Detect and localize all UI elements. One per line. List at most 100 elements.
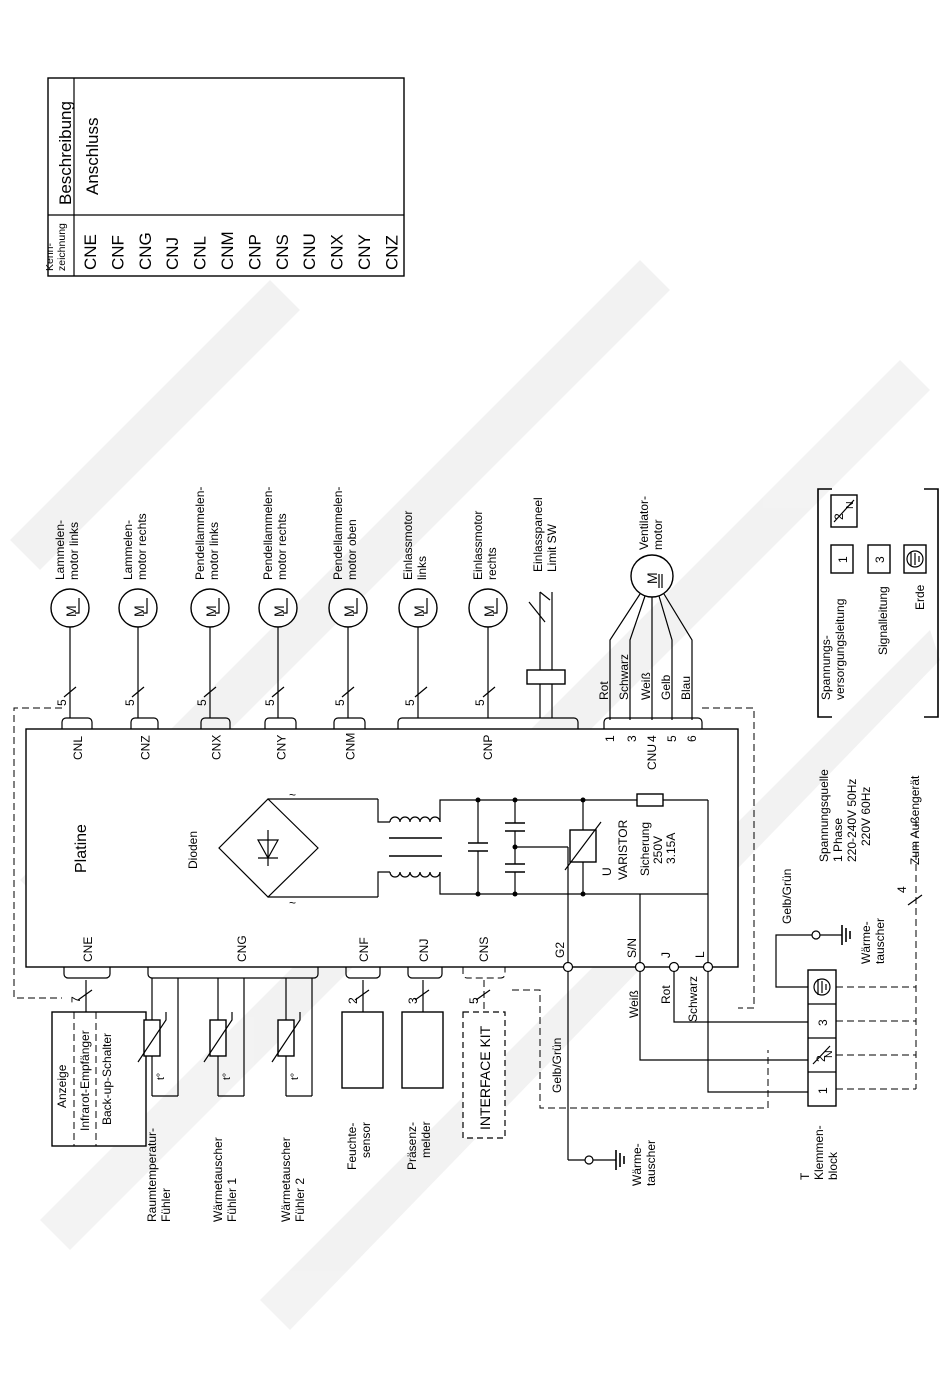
svg-text:M: M [203, 605, 219, 617]
sensor-hx-2: t° WärmetauscherFühler 2 [271, 978, 313, 1222]
terminal-sn: S/N [625, 938, 639, 958]
connector-label-cnm: CNM [344, 733, 358, 760]
svg-text:Pendellammelen-motor links: Pendellammelen-motor links [193, 487, 221, 580]
svg-text:3: 3 [406, 997, 420, 1004]
key-earth: Erde [913, 584, 927, 610]
svg-text:Schwarz: Schwarz [686, 976, 700, 1022]
legend-code-cnu: CNU [300, 233, 319, 270]
connector-label-cny: CNY [275, 735, 289, 760]
fan-pin-1: 1 [603, 735, 617, 742]
svg-text:7: 7 [69, 996, 83, 1003]
terminal-j: J [659, 952, 673, 958]
svg-text:Einlassmotorrechts: Einlassmotorrechts [471, 511, 499, 580]
svg-text:Weiß: Weiß [627, 990, 641, 1018]
capacitors [468, 797, 569, 967]
fuse: Sicherung 250V 3.15A [636, 793, 678, 876]
legend-header-desc: Beschreibung [56, 101, 75, 205]
legend-code-cny: CNY [355, 234, 374, 270]
svg-text:M: M [644, 572, 660, 584]
connector-label-cnf: CNF [357, 937, 371, 962]
fan-label: Ventilator- motor [637, 493, 665, 550]
svg-text:Anzeige: Anzeige [55, 1064, 69, 1108]
interface-kit: 5 INTERFACE KIT [462, 980, 506, 1139]
svg-text:WärmetauscherFühler 2: WärmetauscherFühler 2 [279, 1137, 307, 1222]
connector-label-cnj: CNJ [417, 939, 431, 962]
connector-label-cnl: CNL [71, 736, 85, 760]
connector-label-cns: CNS [477, 937, 491, 962]
svg-text:5: 5 [467, 997, 481, 1004]
legend-code-cng: CNG [136, 232, 155, 270]
legend-code-cns: CNS [273, 234, 292, 270]
connector-tab-cng [147, 967, 319, 979]
varistor-label: VARISTOR [616, 819, 630, 880]
svg-text:t°: t° [155, 1073, 167, 1080]
svg-text:Back-up-Schalter: Back-up-Schalter [100, 1033, 114, 1125]
svg-text:t°: t° [221, 1073, 233, 1080]
connector-label-cnx: CNX [210, 735, 224, 760]
connector-label-cng: CNG [235, 935, 249, 962]
fuse-label: Sicherung 250V 3.15A [638, 819, 678, 876]
legend-code-cnf: CNF [108, 235, 127, 270]
fan-wire-2: Weiß [639, 672, 653, 700]
legend-code-cnz: CNZ [382, 235, 401, 270]
terminal-block: 3 2 N 1 Gelb/Grün Wärme- tauscher T Klem… [775, 766, 923, 1180]
cnu-label: CNU [645, 744, 659, 770]
svg-text:Pendellammelen-motor oben: Pendellammelen-motor oben [331, 487, 359, 580]
board-title: Platine [73, 824, 90, 873]
fan-pin-4: 4 [645, 735, 659, 742]
svg-text:5: 5 [123, 699, 137, 706]
cnp-wiring: 5 5 [403, 591, 566, 718]
hx-earth-2: Wärme- tauscher [859, 918, 887, 964]
legend-table: Kenn- zeichnung Beschreibung Anschluss C… [44, 77, 405, 277]
power-source-label: Spannungsquelle 1 Phase 220-240V 50Hz 22… [817, 766, 873, 862]
legend-code-cnm: CNM [218, 231, 237, 270]
legend-code-cnp: CNP [245, 234, 264, 270]
limit-switch-label: Einlasspaneel Limit SW [531, 494, 559, 572]
fan-pin-6: 6 [685, 735, 699, 742]
connector-tab-cns [462, 967, 506, 979]
svg-text:M: M [271, 605, 287, 617]
humidity-label: Feuchte- sensor [345, 1119, 373, 1170]
pcb-board: Platine Dioden ~ ~ [25, 728, 739, 968]
motor-lammelen-rechts: M 5 Lammelen-motor rechts [118, 513, 158, 718]
dashed-lines [13, 707, 769, 1109]
legend-header-code: Kenn- zeichnung [44, 223, 68, 271]
connector-label-cnz: CNZ [139, 735, 153, 760]
connector-tab-cnz [130, 717, 159, 729]
svg-text:M: M [481, 605, 497, 617]
sensor-hx-1: t°WärmetauscherFühler 1 [203, 978, 245, 1222]
svg-text:5: 5 [333, 699, 347, 706]
svg-text:N: N [823, 1050, 835, 1058]
svg-text:Einlassmotorlinks: Einlassmotorlinks [401, 511, 429, 580]
svg-text:3: 3 [873, 556, 887, 563]
fan-wire-0: Rot [597, 681, 611, 700]
svg-text:Infrarot-Empfänger: Infrarot-Empfänger [78, 1030, 92, 1131]
svg-text:2: 2 [832, 513, 846, 520]
legend-description: Anschluss [83, 118, 102, 195]
connector-tab-cnm [333, 717, 366, 729]
svg-text:M: M [341, 605, 357, 617]
connector-tab-cnu [603, 717, 703, 729]
legend-code-cnl: CNL [191, 236, 210, 270]
transformer [377, 799, 708, 897]
connector-tab-cne [63, 967, 111, 979]
svg-text:5: 5 [55, 699, 69, 706]
svg-text:Kenn-: Kenn- [44, 242, 56, 271]
hx-earth-1: Wärme- tauscher [630, 1140, 658, 1186]
terminal-g2: G2 [553, 942, 567, 958]
motor-einlass-rechts: M Einlassmotorrechts [468, 511, 508, 628]
svg-text:Lammelen-motor rechts: Lammelen-motor rechts [121, 513, 149, 580]
connector-tab-cnj [407, 967, 443, 979]
legend-code-cnj: CNJ [163, 237, 182, 270]
display-unit: 7 Anzeige Infrarot-Empfänger Back-up-Sch… [51, 980, 147, 1147]
svg-text:M: M [131, 605, 147, 617]
svg-text:Lammelen-motor links: Lammelen-motor links [53, 520, 81, 580]
svg-text:t°: t° [289, 1073, 301, 1080]
svg-text:5: 5 [263, 699, 277, 706]
motor-pendel-oben: M 5 Pendellammelen-motor oben [328, 487, 368, 718]
svg-text:N: N [844, 501, 856, 509]
interface-label: INTERFACE KIT [477, 1025, 493, 1130]
